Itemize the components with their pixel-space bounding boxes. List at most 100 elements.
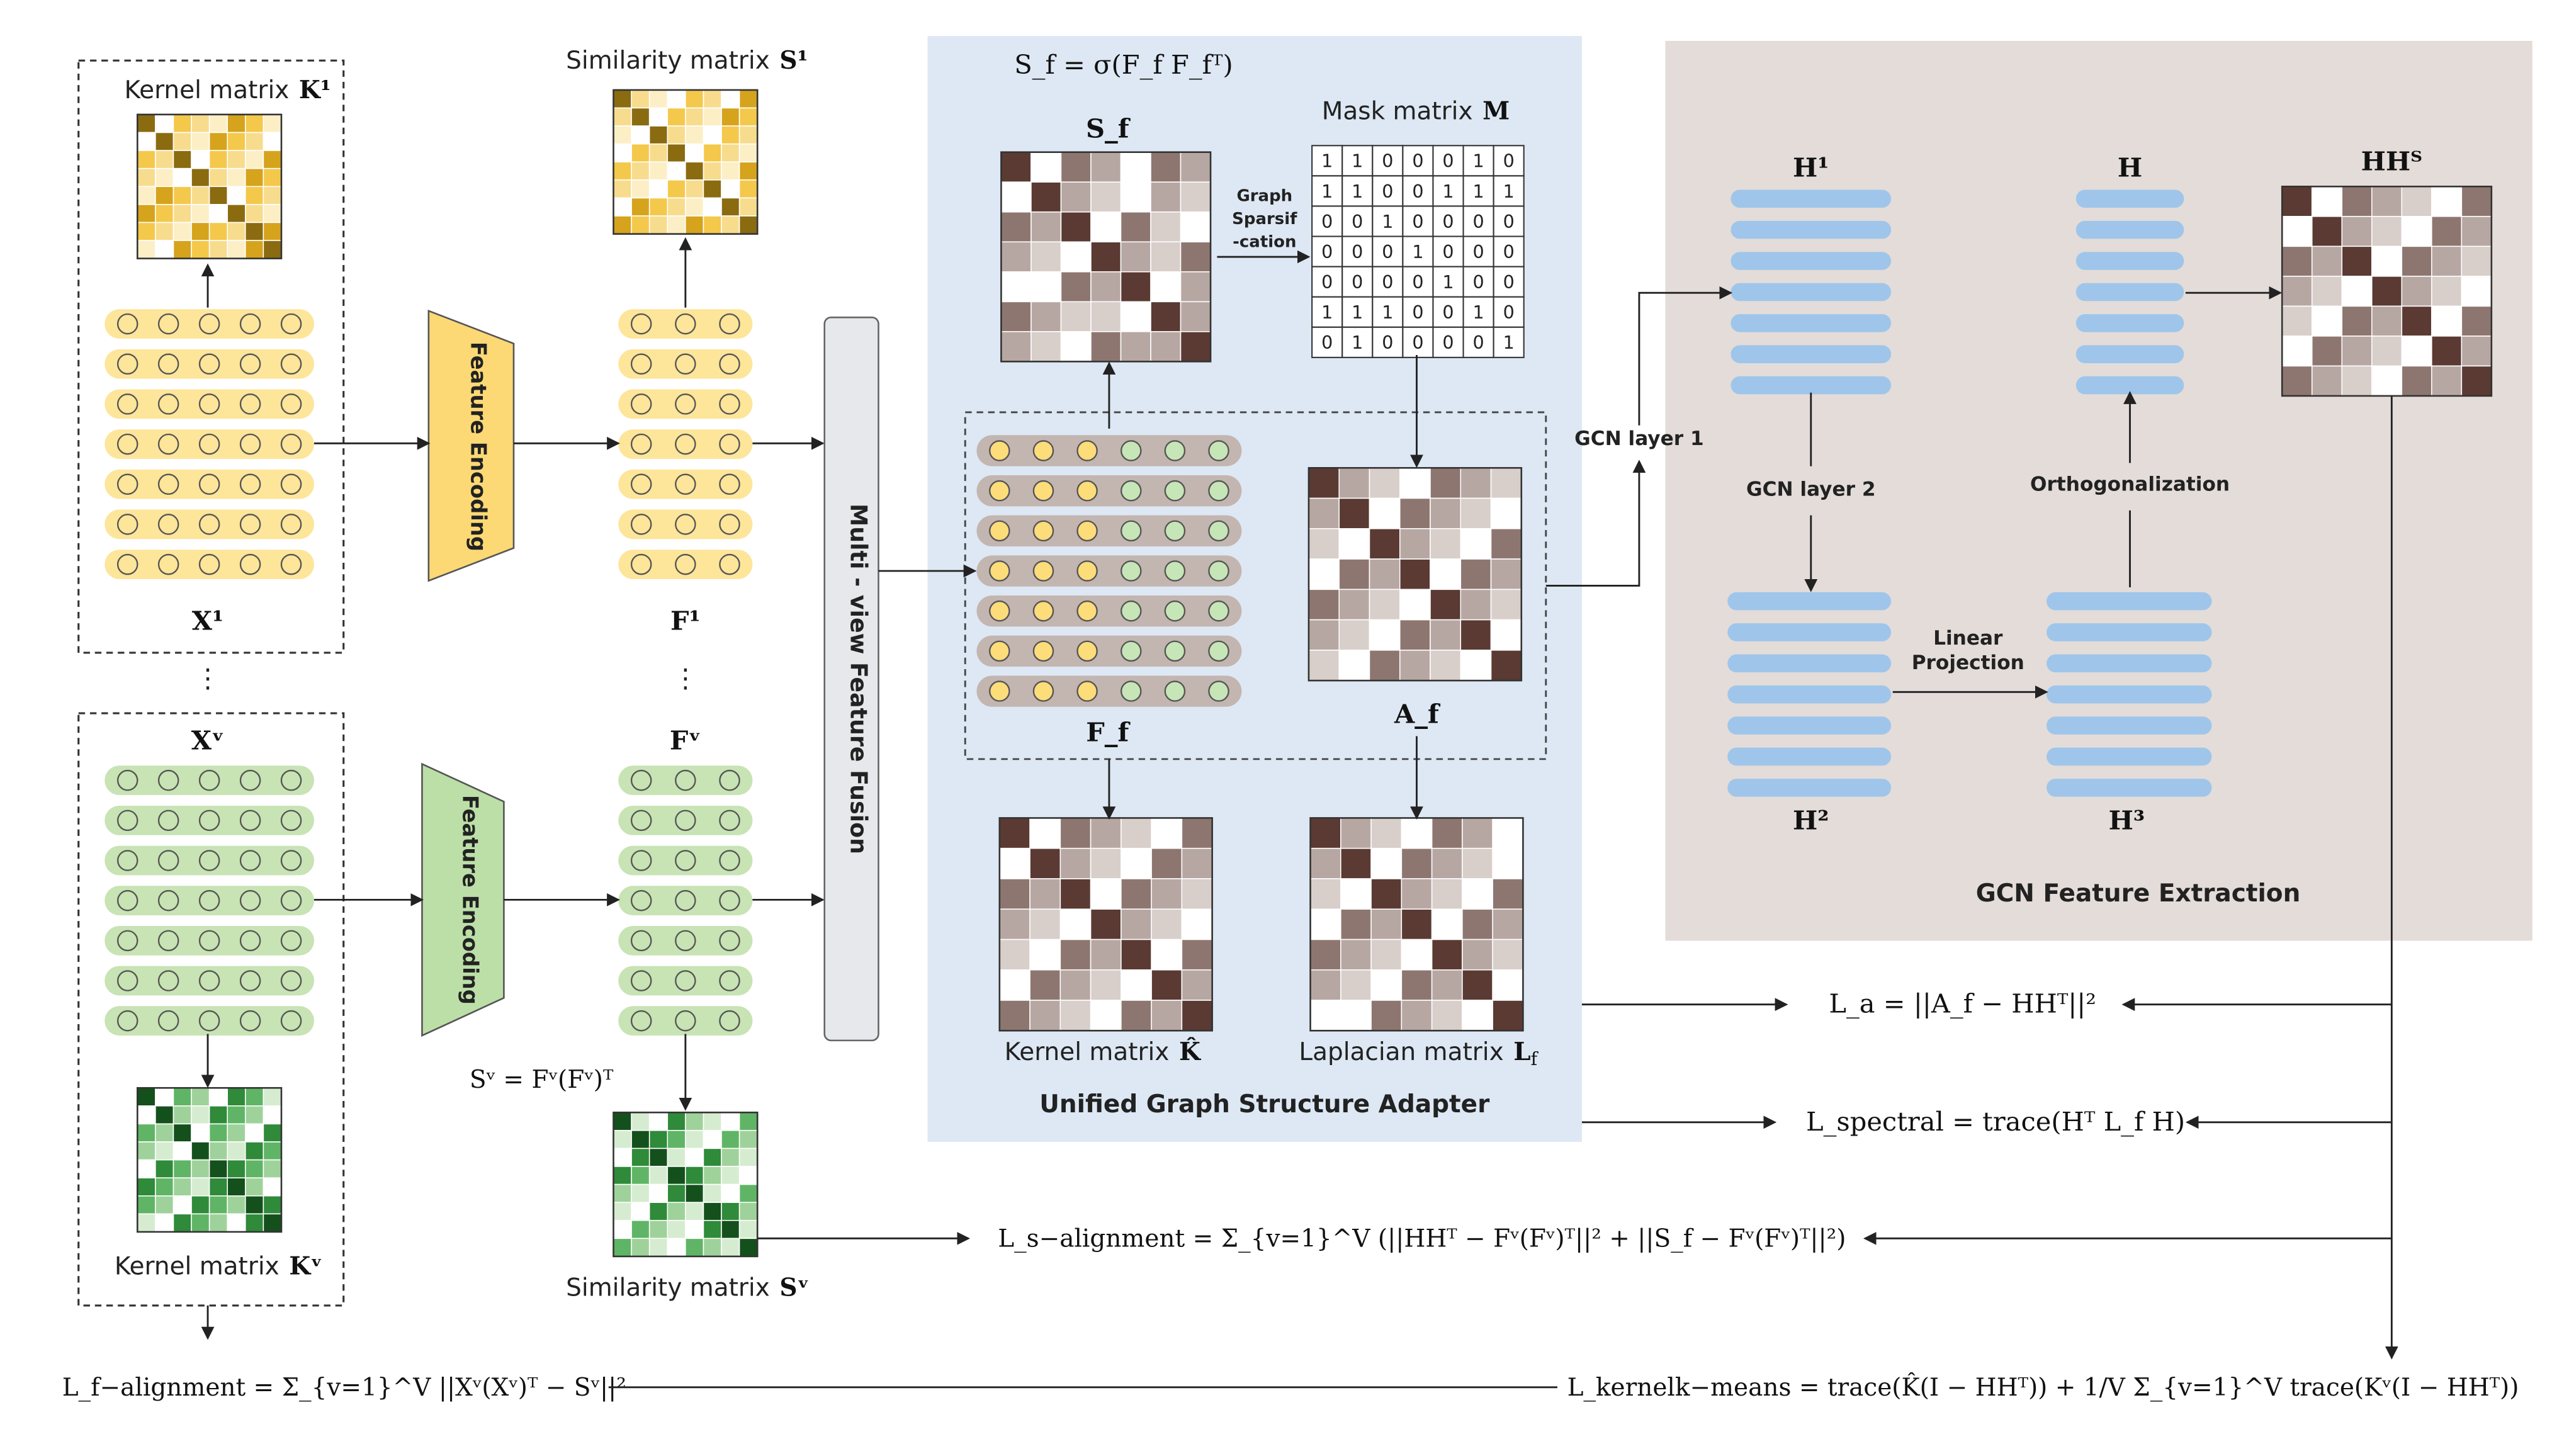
feature-node [675, 313, 696, 335]
feature-row [976, 435, 1242, 466]
feature-node [630, 769, 652, 791]
matrix-cell [2281, 305, 2313, 337]
feature-row [618, 1006, 753, 1036]
matrix-cell [631, 125, 650, 145]
matrix-cell [613, 1219, 632, 1239]
feature-node [280, 553, 302, 575]
adjacency-matrix-af [1307, 466, 1523, 682]
embedding-bar [1727, 685, 1892, 704]
feature-row [976, 475, 1242, 507]
feature-node [116, 473, 138, 495]
feature-node [239, 553, 261, 575]
feature-row [104, 389, 314, 419]
matrix-cell [1460, 650, 1492, 681]
feature-node [157, 473, 179, 495]
feature-row [618, 389, 753, 419]
feature-node [630, 353, 652, 375]
mask-cell-value: 0 [1503, 241, 1515, 262]
matrix-cell [1490, 497, 1522, 529]
feature-node [675, 473, 696, 495]
matrix-cell [667, 89, 686, 109]
matrix-cell [172, 1177, 192, 1197]
matrix-cell [738, 89, 758, 109]
matrix-cell [1180, 211, 1211, 243]
feature-node [280, 514, 302, 535]
feature-node [1076, 520, 1098, 542]
matrix-cell [721, 1130, 740, 1149]
matrix-cell [1338, 558, 1370, 590]
embedding-h [2075, 189, 2184, 395]
matrix-cell [1121, 817, 1152, 849]
matrix-cell [137, 167, 156, 188]
feature-node [157, 353, 179, 375]
sv-formula: Sᵛ = Fᵛ(Fᵛ)ᵀ [470, 1066, 614, 1094]
matrix-cell [2461, 245, 2492, 277]
matrix-cell [1059, 817, 1092, 849]
matrix-cell [245, 1141, 264, 1161]
view1-box [77, 59, 345, 654]
embedding-bar [2075, 189, 2184, 208]
matrix-cell [738, 1238, 758, 1257]
matrix-cell [1399, 558, 1431, 590]
matrix-cell [648, 1130, 669, 1149]
feature-row-bg [976, 595, 1242, 627]
feature-node [1164, 680, 1186, 702]
feature-node [719, 473, 740, 495]
feature-row [618, 925, 753, 956]
mask-cell-value: 0 [1503, 302, 1515, 323]
feature-node [1208, 440, 1229, 461]
matrix-cell [1340, 847, 1372, 879]
matrix-cell [703, 107, 722, 127]
matrix-cell [208, 186, 229, 205]
feature-node [239, 769, 261, 791]
matrix-cell [172, 1123, 192, 1143]
matrix-cell [1431, 908, 1463, 940]
matrix-cell [1150, 301, 1182, 332]
matrix-cell [738, 1112, 758, 1131]
matrix-cell [631, 1183, 650, 1203]
matrix-cell [2401, 336, 2432, 367]
matrix-cell [738, 143, 758, 163]
matrix-cell [1029, 969, 1061, 1001]
matrix-cell [2461, 276, 2492, 307]
matrix-cell [1431, 847, 1463, 879]
feature-node [1120, 520, 1142, 542]
matrix-cell [648, 1219, 669, 1239]
embedding-bar [1727, 779, 1892, 797]
x1-label: X¹ [192, 606, 223, 636]
matrix-cell [2371, 245, 2403, 277]
embedding-bar [1731, 189, 1892, 208]
mask-cell-value: 0 [1352, 241, 1363, 262]
matrix-cell [227, 150, 246, 169]
feature-node [116, 353, 138, 375]
matrix-cell [1490, 528, 1522, 560]
feature-node [675, 850, 696, 871]
matrix-cell [721, 1183, 740, 1203]
matrix-cell [1370, 908, 1403, 940]
feature-node [198, 769, 220, 791]
matrix-cell [155, 114, 174, 133]
sf-formula: S_f = σ(F_f F_fᵀ) [1014, 49, 1233, 80]
matrix-cell [2281, 216, 2313, 247]
feature-node [157, 553, 179, 575]
matrix-cell [1121, 969, 1152, 1001]
matrix-cell [703, 1202, 722, 1221]
feature-row [976, 675, 1242, 707]
embedding-h2 [1727, 592, 1892, 797]
similarity-matrix-sv [613, 1111, 759, 1258]
matrix-cell [738, 125, 758, 145]
matrix-cell [1060, 301, 1092, 332]
embedding-bar [2046, 623, 2212, 641]
matrix-cell [1150, 151, 1182, 183]
matrix-cell [1399, 650, 1431, 681]
matrix-cell [191, 1195, 210, 1215]
matrix-cell [227, 1213, 246, 1233]
feature-node [675, 433, 696, 455]
matrix-cell [1151, 847, 1183, 879]
embedding-bar [2075, 313, 2184, 332]
matrix-cell [1401, 969, 1433, 1001]
h3-label: H³ [2109, 805, 2145, 836]
gcn-layer-1-label: GCN layer 1 [1574, 427, 1704, 450]
